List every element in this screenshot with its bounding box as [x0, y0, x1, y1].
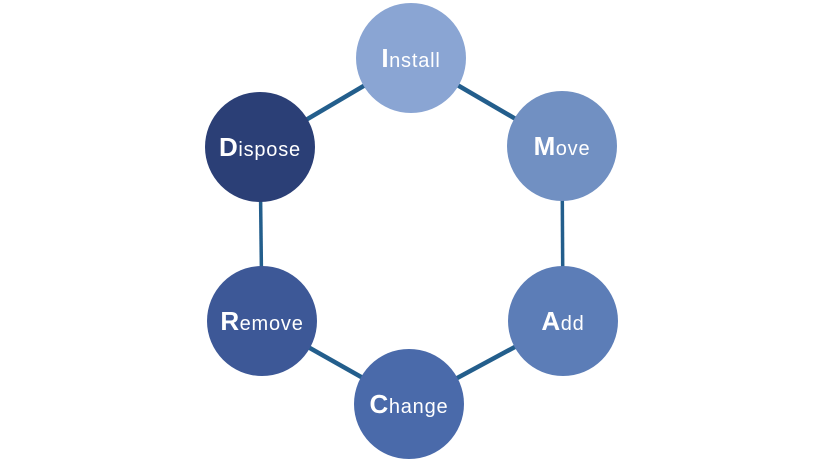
label-initial: C	[369, 388, 389, 419]
node-dispose: D ispose	[205, 92, 315, 202]
label-initial: M	[533, 130, 556, 161]
node-change: C hange	[354, 349, 464, 459]
label-initial: I	[381, 42, 390, 73]
node-move: M ove	[507, 91, 617, 201]
label-initial: A	[541, 305, 561, 336]
label-rest: hange	[388, 395, 449, 418]
node-move-label: M ove	[534, 131, 591, 162]
node-remove: R emove	[207, 266, 317, 376]
node-install: I nstall	[356, 3, 466, 113]
node-remove-label: R emove	[220, 306, 303, 337]
node-add: A dd	[508, 266, 618, 376]
label-initial: R	[220, 305, 240, 336]
node-install-label: I nstall	[381, 43, 440, 74]
label-rest: ove	[555, 137, 591, 160]
label-rest: nstall	[389, 49, 441, 72]
label-rest: ispose	[238, 138, 301, 161]
label-rest: emove	[239, 312, 304, 335]
label-initial: D	[219, 131, 239, 162]
node-dispose-label: D ispose	[219, 132, 301, 163]
label-rest: dd	[560, 312, 585, 335]
node-add-label: A dd	[541, 306, 584, 337]
node-change-label: C hange	[370, 389, 449, 420]
